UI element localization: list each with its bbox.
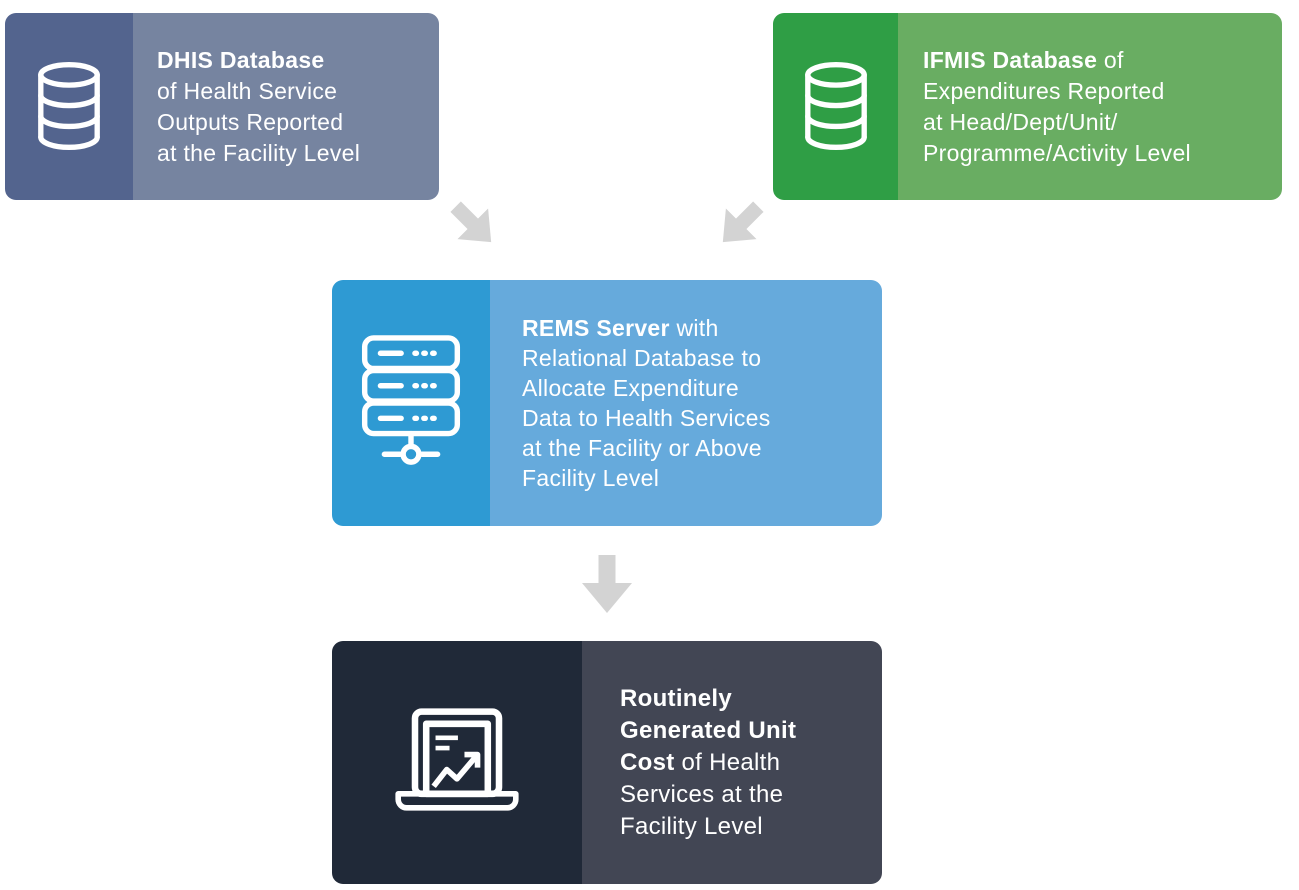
text-line: Outputs Reported xyxy=(157,108,344,135)
ifmis-icon-pane xyxy=(773,13,898,200)
text-line: Data to Health Services xyxy=(522,405,771,431)
text-line: Relational Database to xyxy=(522,345,762,371)
arrow-down-right-icon xyxy=(440,191,508,259)
text-line: Generated Unit xyxy=(620,716,797,744)
text-line: Cost of Health xyxy=(620,748,781,776)
rems-icon-pane xyxy=(332,280,490,526)
rems-server-box: REMS Server with Relational Database to … xyxy=(332,280,882,526)
dhis-database-box: DHIS Database of Health Service Outputs … xyxy=(5,13,439,200)
rems-text-pane: REMS Server with Relational Database to … xyxy=(490,280,882,526)
database-icon xyxy=(38,61,100,150)
laptop-chart-icon xyxy=(395,707,519,811)
text-line: at the Facility or Above xyxy=(522,435,762,461)
arrow-down-left-icon xyxy=(706,191,774,259)
ifmis-database-box: IFMIS Database of Expenditures Reported … xyxy=(773,13,1282,200)
text-line: Facility Level xyxy=(620,812,763,840)
text-line: DHIS Database xyxy=(157,46,325,73)
arrow-down-icon xyxy=(582,555,632,615)
text-line: Programme/Activity Level xyxy=(923,139,1191,166)
text-line: Facility Level xyxy=(522,465,660,491)
text-line: at the Facility Level xyxy=(157,139,361,166)
text-line: REMS Server with xyxy=(522,315,719,341)
text-line: Routinely xyxy=(620,684,733,712)
text-line: of Health Service xyxy=(157,77,338,104)
output-text-pane: Routinely Generated Unit Cost of Health … xyxy=(582,641,882,884)
database-icon xyxy=(804,61,867,150)
text-line: Expenditures Reported xyxy=(923,77,1165,104)
text-line: Services at the xyxy=(620,780,784,808)
output-icon-pane xyxy=(332,641,582,884)
dhis-text-pane: DHIS Database of Health Service Outputs … xyxy=(133,13,439,200)
dhis-icon-pane xyxy=(5,13,133,200)
server-icon xyxy=(361,335,461,465)
text-line: at Head/Dept/Unit/ xyxy=(923,108,1118,135)
ifmis-text-pane: IFMIS Database of Expenditures Reported … xyxy=(898,13,1282,200)
unit-cost-output-box: Routinely Generated Unit Cost of Health … xyxy=(332,641,882,884)
text-line: IFMIS Database of xyxy=(923,46,1124,73)
text-line: Allocate Expenditure xyxy=(522,375,739,401)
